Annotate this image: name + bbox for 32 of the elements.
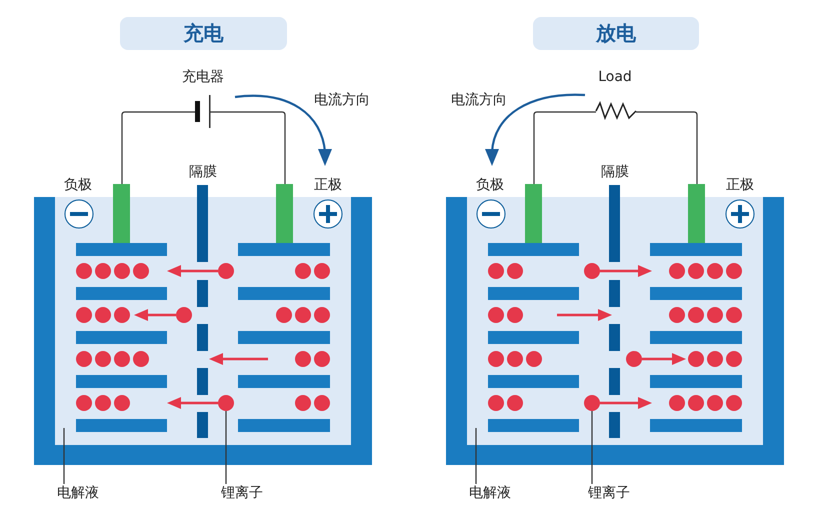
part-label: 负极 [476,178,504,192]
part-label: 正极 [726,178,754,192]
part-label: 正极 [314,178,342,192]
part-label: 隔膜 [189,165,217,179]
circuit-wire [210,111,286,184]
leader-label: 电解液 [469,486,511,500]
leader-label: 锂离子 [221,486,263,500]
leader-label: 锂离子 [588,486,630,500]
device-label: Load [598,70,632,84]
leader-line [475,428,477,484]
leader-label: 电解液 [57,486,99,500]
part-label: 隔膜 [601,165,629,179]
circuit-wire [533,111,596,184]
battery-symbol [195,95,210,128]
electrode-tab [276,184,293,243]
leader-line [225,411,227,484]
leader-line [63,428,65,484]
title-pill: 放电 [533,17,699,50]
device-label: 充电器 [182,70,224,84]
part-label: 负极 [64,178,92,192]
ion-dot [218,395,234,411]
ion-dot [584,395,600,411]
electrode-tab [688,184,705,243]
leader-line [591,411,593,484]
circuit-wire [121,111,195,184]
resistor-symbol [595,101,637,120]
electrode-tab [113,184,130,243]
direction-label: 电流方向 [451,93,507,107]
electrode-tab [525,184,542,243]
circuit-wire [636,111,698,184]
direction-label: 电流方向 [314,93,370,107]
title-pill: 充电 [120,17,287,50]
